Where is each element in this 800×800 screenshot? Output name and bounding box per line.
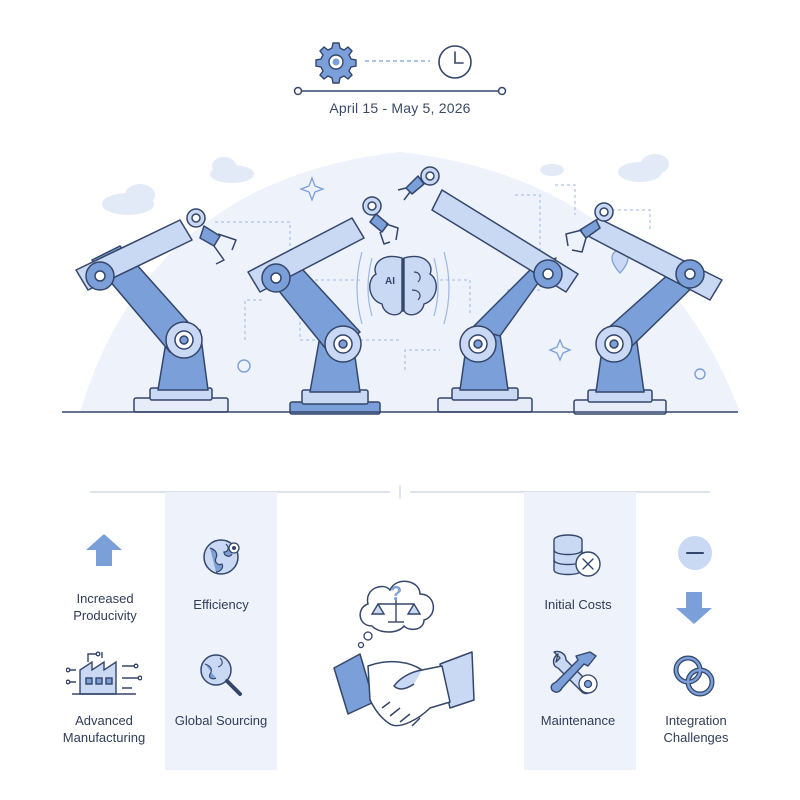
scale-question-icon: ? [354,572,440,652]
robot-arm-icon [75,208,237,413]
hero-illustration [0,140,800,430]
date-range-label: April 15 - May 5, 2026 [329,100,471,116]
wrench-gear-icon [548,648,604,700]
minus-icon [676,534,714,572]
ai-label: AI [385,276,395,287]
cloud-icon [102,154,669,215]
pros-column-bg [165,492,277,770]
integration-challenges-label: Integration Challenges [663,713,729,745]
robot-arm-icon [565,202,723,415]
arrow-up-icon [84,532,124,568]
arrow-down-icon [674,590,714,626]
factory-icon [66,648,142,698]
globe-search-icon [196,650,246,700]
advanced-manufacturing-label: Advanced Manufacturing [62,713,146,745]
ai-brain-icon [356,251,450,325]
sparkle-icon [299,176,572,362]
robot-arm-icon [397,166,579,413]
initial-costs-label: Initial Costs [544,597,612,612]
interlocked-rings-icon [668,650,720,702]
globe-gear-icon [198,534,244,580]
coins-cancel-icon [550,532,606,580]
global-sourcing-label: Global Sourcing [174,713,268,728]
gear-icon [314,40,358,84]
timeline [280,32,520,100]
svg-text:?: ? [390,583,402,605]
maintenance-label: Maintenance [540,713,616,728]
increased-productivity-label: Increased Producivity [73,591,137,623]
efficiency-label: Efficiency [193,597,249,612]
robot-arm-icon [247,196,399,415]
clock-icon [436,43,474,81]
handshake-icon [330,646,476,736]
